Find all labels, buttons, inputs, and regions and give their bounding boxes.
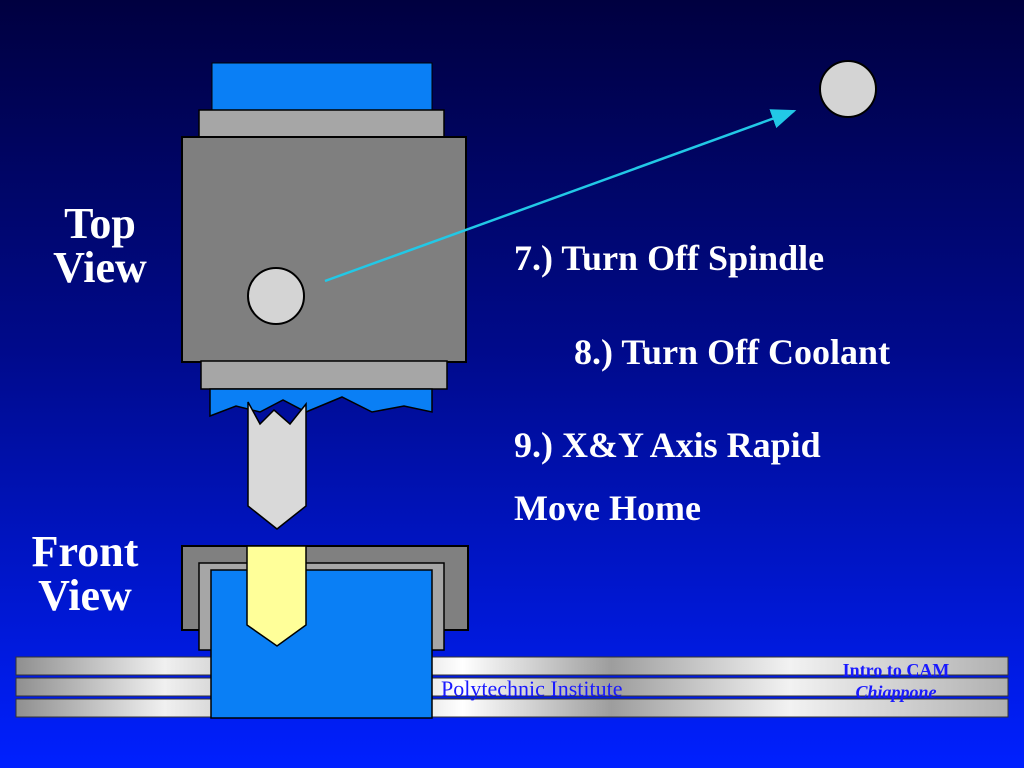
step-7: 7.) Turn Off Spindle (514, 238, 825, 278)
step-8: 8.) Turn Off Coolant (574, 332, 891, 372)
top-view-drawing (181, 60, 877, 418)
footer-course-info: Intro to CAM Chiappone (806, 659, 986, 703)
step-9-line2: Move Home (514, 488, 701, 528)
workpiece (210, 569, 433, 719)
front-view-label-line2: View (38, 571, 132, 620)
tool-home-circle (819, 60, 877, 118)
top-view-label: Top View (40, 202, 160, 290)
tool-start-circle (247, 267, 305, 325)
front-view-drawing (181, 401, 469, 719)
rapid-move-arrow (324, 109, 797, 283)
step-9-line1: 9.) X&Y Axis Rapid (514, 425, 821, 465)
tool-shank (247, 401, 307, 530)
top-view-plate-top (198, 109, 445, 139)
front-view-label: Front View (22, 530, 148, 618)
top-view-broken-part (209, 388, 433, 418)
footer-author: Chiappone (855, 682, 937, 702)
cutting-tool (246, 545, 307, 647)
top-view-plate-bottom (200, 360, 448, 390)
front-view-label-line1: Front (31, 527, 139, 576)
footer-course-title: Intro to CAM (842, 660, 950, 680)
top-view-housing (181, 136, 467, 363)
top-view-blue-cap (211, 62, 433, 112)
footer-institution: Polytechnic Institute (441, 676, 623, 701)
top-view-label-line1: Top (64, 199, 136, 248)
top-view-label-line2: View (53, 243, 147, 292)
